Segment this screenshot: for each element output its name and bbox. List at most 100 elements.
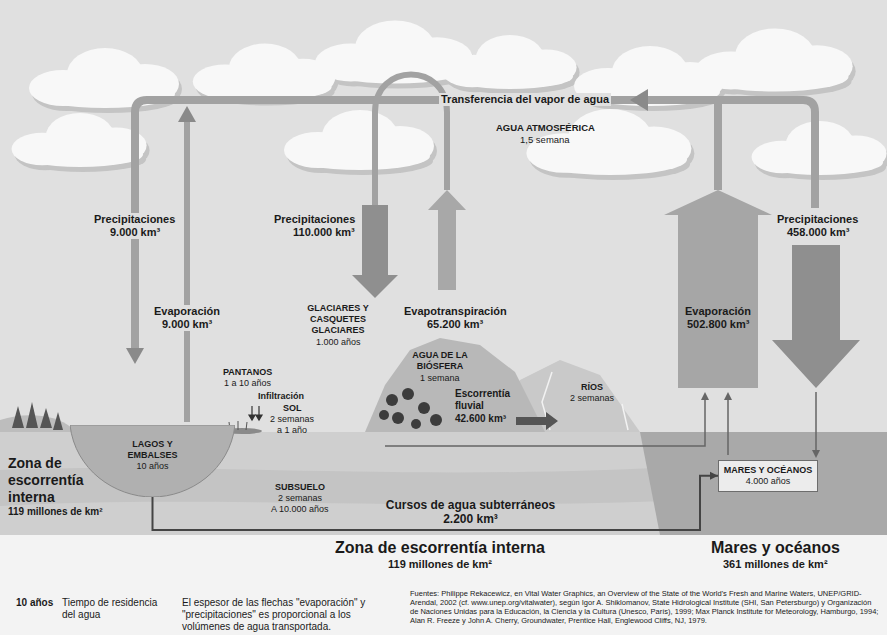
flow-label: 9.000 km³	[108, 226, 162, 239]
tree	[26, 402, 38, 428]
lake-reservoir: LAGOS Y EMBALSES10 años	[70, 425, 235, 497]
runoff-arrow	[516, 412, 558, 430]
precipitation-arrow	[772, 245, 860, 388]
flow-label: 361 millones de km²	[723, 558, 828, 571]
arrow-head	[178, 106, 196, 122]
tree	[392, 412, 404, 424]
flow-label: 2 semanas	[278, 493, 322, 504]
cloud	[752, 121, 887, 175]
flow-label: Escorrentía fluvial	[455, 388, 525, 412]
legend-text: Tiempo de residencia del agua	[62, 597, 167, 621]
flow-label: 458.000 km³	[785, 226, 851, 239]
flow-label: 119 millones de km²	[8, 506, 103, 518]
evapotranspiration-arrow	[428, 190, 466, 290]
arrow-head	[710, 472, 718, 480]
flow-label: SUBSUELO	[275, 482, 325, 493]
tree	[418, 402, 430, 414]
flow-label: Mares y océanos	[711, 538, 840, 557]
arrow-head	[630, 89, 648, 111]
tree	[402, 388, 414, 400]
flow-label: 110.000 km³	[293, 226, 355, 239]
flow-label: 65.200 km³	[427, 318, 483, 331]
groundwater-connector	[153, 472, 719, 530]
flow-label: Precipitaciones	[92, 213, 177, 226]
cloud	[442, 35, 577, 89]
evaporation-line	[714, 102, 722, 190]
cloud	[695, 29, 853, 92]
flow-label: 1.000 años	[316, 337, 361, 348]
arrow-head	[249, 415, 255, 420]
tree	[12, 406, 24, 428]
connector-line	[153, 476, 719, 530]
node-text-group: LAGOS Y EMBALSES10 años	[117, 425, 189, 471]
lake-water	[70, 425, 235, 497]
flow-label: Infiltración	[258, 391, 304, 402]
arrow-head	[701, 392, 709, 400]
flow-label: a 1 año	[277, 425, 307, 436]
flow-line	[385, 398, 705, 446]
note-text: El espesor de las flechas "evaporación" …	[182, 597, 397, 633]
arrow-head	[256, 415, 262, 420]
flow-label: RÍOS	[581, 382, 603, 393]
reed	[238, 421, 239, 430]
flow-label: Zona de escorrentía interna	[335, 538, 545, 557]
tree	[411, 419, 421, 429]
flow-label: A 10.000 años	[271, 504, 329, 515]
flow-label: SOL	[283, 403, 302, 414]
flow-label: 42.600 km³	[455, 413, 506, 425]
tree	[40, 408, 52, 428]
reed	[246, 422, 247, 430]
flow-label: PANTANOS	[223, 367, 272, 378]
vapour-loop-line	[375, 75, 447, 206]
reservoir-name: MARES Y OCÉANOS	[722, 465, 814, 476]
flow-line	[815, 392, 817, 452]
arrow-head	[724, 392, 732, 400]
ocean	[640, 432, 887, 535]
tree	[430, 414, 442, 426]
cloud	[284, 110, 434, 170]
cloud	[193, 44, 336, 101]
legend-sample: 10 años	[16, 597, 53, 609]
source-note: Fuentes: Philippe Rekacewicz, en Vital W…	[410, 589, 880, 625]
flow-label: AGUA DE LA BIÓSFERA	[400, 350, 480, 372]
transfer-label: Transferencia del vapor de agua	[439, 93, 611, 106]
ground-flow-lines	[385, 392, 816, 455]
flow-label: 119 millones de km²	[388, 558, 492, 571]
flow-label: 2 semanas	[270, 414, 314, 425]
flow-label: 2 semanas	[570, 393, 614, 404]
residence-time: 4.000 años	[722, 476, 814, 487]
infiltration-arrows	[249, 406, 262, 420]
evaporation-line	[184, 112, 190, 422]
node-text-group: MARES Y OCÉANOS4.000 años	[722, 465, 814, 487]
trees-left	[12, 402, 63, 430]
ocean-reservoir: MARES Y OCÉANOS4.000 años	[718, 460, 818, 492]
flow-heads	[701, 392, 820, 458]
residence-time: 10 años	[117, 461, 189, 472]
flow-label: 9.000 km³	[160, 318, 214, 331]
precipitation-arrow	[352, 205, 398, 298]
evaporation-arrow	[664, 190, 772, 388]
flow-label: Precipitaciones	[274, 213, 355, 226]
flow-label: AGUA ATMOSFÉRICA	[496, 122, 595, 133]
reservoir-name: LAGOS Y EMBALSES	[117, 439, 189, 461]
sky	[0, 0, 887, 432]
river	[622, 404, 628, 430]
arrow-head	[126, 348, 144, 364]
flow-label: Evapotranspiración	[404, 305, 507, 318]
flow-label: Precipitaciones	[775, 213, 860, 226]
connector-label: Cursos de agua subterráneos 2.200 km³	[378, 498, 563, 527]
flow-line	[727, 398, 729, 455]
arrow-head	[812, 450, 820, 458]
cloud	[12, 113, 147, 167]
flow-label: GLACIARES Y CASQUETES GLACIARES	[298, 303, 378, 335]
flow-label: Evaporación	[685, 305, 751, 318]
flow-label: Evaporación	[152, 305, 222, 318]
flow-label: 1,5 semana	[520, 134, 570, 145]
flow-label: 1 semana	[420, 373, 460, 384]
tree	[386, 394, 398, 406]
trees-biosphere	[379, 388, 442, 429]
flow-label: 1 a 10 años	[224, 378, 271, 389]
tree	[379, 410, 389, 420]
